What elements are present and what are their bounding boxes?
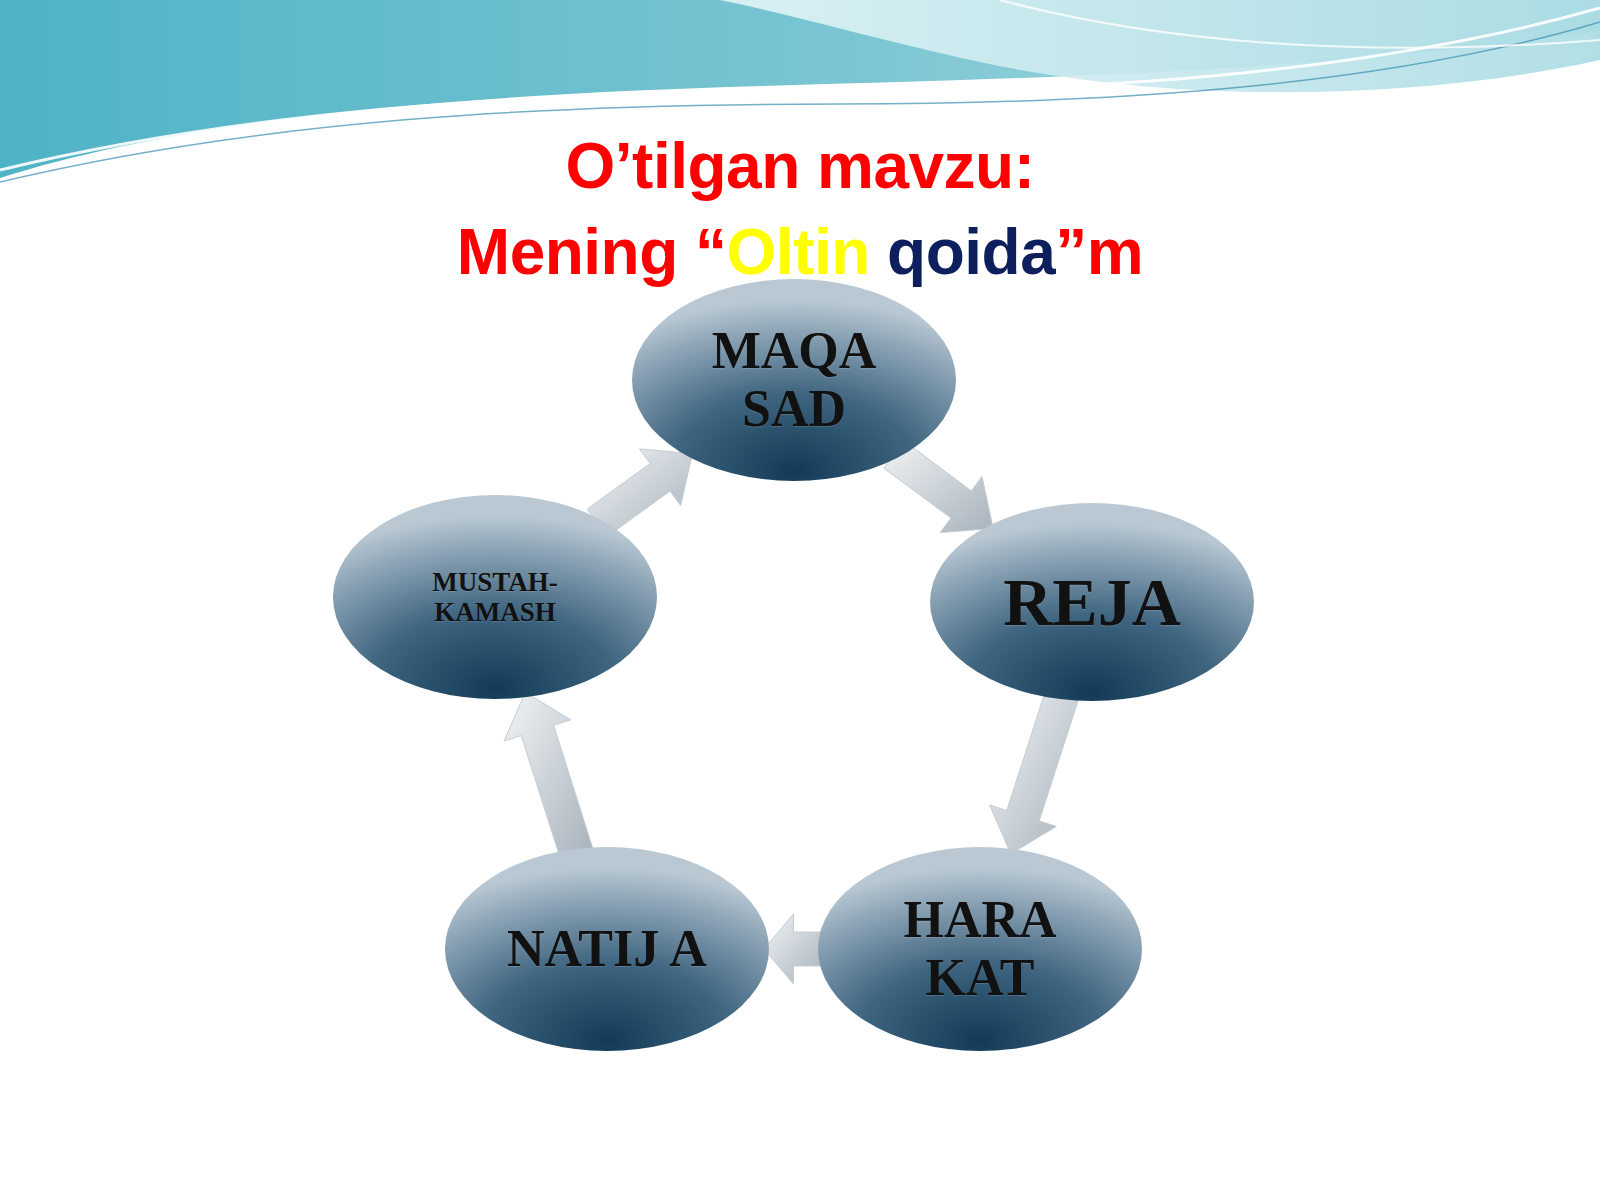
ellipse-node: NATIJ A xyxy=(444,846,770,1052)
ellipse-node: MUSTAH- KAMASH xyxy=(332,494,658,700)
wave-highlight xyxy=(720,0,1600,92)
ellipse-node: HARA KAT xyxy=(817,846,1143,1052)
ellipse-fill xyxy=(445,847,769,1051)
node-label: MAQA SAD xyxy=(689,322,899,438)
node-label: HARA KAT xyxy=(875,891,1085,1007)
ellipse-fill xyxy=(818,847,1142,1051)
node-label: NATIJ A xyxy=(507,920,707,978)
slide-title: O’tilgan mavzu: Mening “Oltin qoida”m xyxy=(360,123,1240,295)
ellipse-node: MAQA SAD xyxy=(631,278,957,482)
ellipse-node: REJA xyxy=(929,502,1255,702)
block-arrow xyxy=(504,692,593,859)
block-arrow xyxy=(764,914,823,984)
ellipse-fill xyxy=(632,279,956,481)
node-label: REJA xyxy=(1003,564,1181,640)
block-arrow xyxy=(990,689,1079,854)
wave-line xyxy=(1000,0,1600,48)
ellipse-fill xyxy=(333,495,657,699)
node-label: MUSTAH- KAMASH xyxy=(410,567,580,627)
ellipse-fill xyxy=(930,503,1254,701)
